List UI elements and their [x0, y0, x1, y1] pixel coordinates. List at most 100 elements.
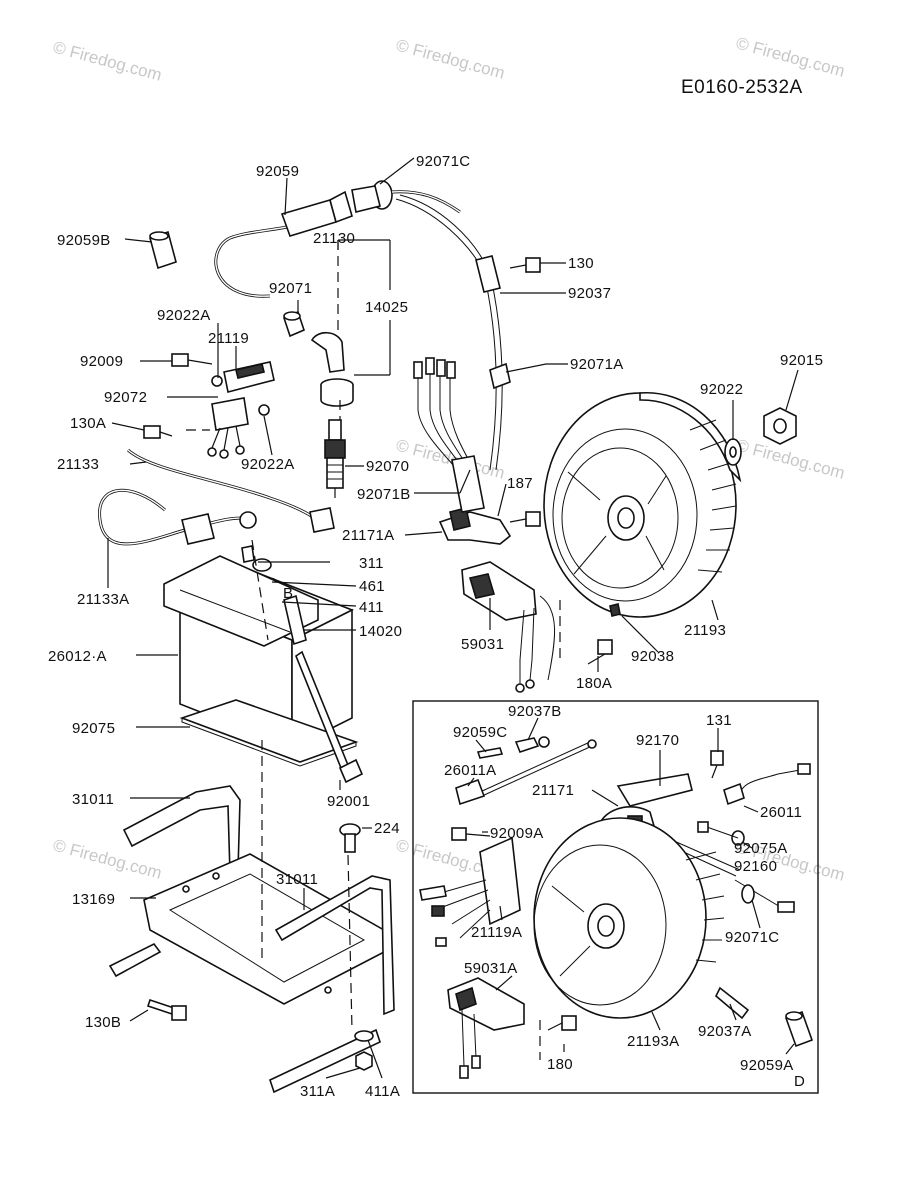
- part-labels: 92059 92071C 92059B 21130 130 92037 9207…: [48, 153, 823, 1100]
- label-21193: 21193: [684, 622, 726, 639]
- label-21133: 21133: [57, 456, 99, 473]
- plug-cap-assembly: [283, 310, 354, 407]
- bracket-31011-right: [274, 875, 395, 1016]
- label-inset-d: D: [794, 1073, 805, 1090]
- rod-92001: [295, 650, 364, 784]
- bolt-187: [509, 511, 541, 527]
- label-92059: 92059: [256, 163, 299, 180]
- label-92170: 92170: [636, 732, 679, 749]
- label-21193A: 21193A: [627, 1033, 679, 1050]
- bolt-180A: [559, 600, 613, 665]
- label-26011: 26011: [760, 804, 802, 821]
- label-21119A: 21119A: [471, 924, 522, 941]
- watermark-text: © Firedog.com: [394, 36, 507, 83]
- label-411A: 411A: [365, 1083, 400, 1100]
- inset-terminal-92037B: [514, 736, 550, 753]
- label-mark-b: B: [283, 585, 293, 602]
- washer-92022: [724, 438, 742, 466]
- label-14025: 14025: [365, 299, 408, 316]
- label-92075: 92075: [72, 720, 115, 737]
- label-92022: 92022: [700, 381, 743, 398]
- bolt-130B: [146, 998, 187, 1021]
- label-31011-left: 31011: [72, 791, 114, 808]
- label-92037A: 92037A: [698, 1023, 752, 1040]
- label-59031A: 59031A: [464, 960, 518, 977]
- inset-frame: [412, 700, 819, 1094]
- inset-clip-92170: [616, 773, 693, 807]
- label-92001: 92001: [327, 793, 370, 810]
- watermark-text: © Firedog.com: [734, 34, 847, 81]
- ignition-coil-21171A: [413, 255, 512, 545]
- label-92070: 92070: [366, 458, 409, 475]
- label-187: 187: [507, 475, 533, 492]
- label-26011A: 26011A: [444, 762, 496, 779]
- inset-sleeve-92059C: [476, 747, 504, 759]
- label-92059A: 92059A: [740, 1057, 794, 1074]
- inset-lead-26011: [697, 763, 811, 846]
- label-92022A-bottom: 92022A: [241, 456, 295, 473]
- diagram-code: E0160-2532A: [681, 77, 803, 98]
- label-92022A-top: 92022A: [157, 307, 211, 324]
- inset-regulator-21119A: [419, 836, 521, 947]
- label-26012A: 26012·A: [48, 648, 107, 665]
- strap-14020: [283, 594, 307, 646]
- label-180: 180: [547, 1056, 573, 1073]
- label-130B: 130B: [85, 1014, 121, 1031]
- label-92037: 92037: [568, 285, 611, 302]
- label-92038: 92038: [631, 648, 674, 665]
- watermark-text: © Firedog.com: [51, 836, 164, 883]
- label-92015: 92015: [780, 352, 823, 369]
- regulator-21119: [207, 361, 275, 459]
- label-461: 461: [359, 578, 385, 595]
- inset-bolt-131: [710, 750, 724, 779]
- label-92072: 92072: [104, 389, 147, 406]
- bolt-130A: [143, 425, 173, 439]
- label-130A: 130A: [70, 415, 106, 432]
- label-92009A: 92009A: [490, 825, 544, 842]
- label-411: 411: [359, 599, 384, 616]
- label-92009: 92009: [80, 353, 123, 370]
- label-92071B: 92071B: [357, 486, 411, 503]
- watermark-text: © Firedog.com: [51, 38, 164, 85]
- cable-21133: [126, 448, 335, 533]
- bolt-224: [339, 823, 361, 853]
- label-92071: 92071: [269, 280, 312, 297]
- flywheel-21193: [543, 391, 742, 618]
- label-131: 131: [706, 712, 732, 729]
- exciter-59031: [461, 561, 555, 693]
- bolt-130: [509, 257, 541, 273]
- label-92075A: 92075A: [734, 840, 788, 857]
- label-92037B: 92037B: [508, 703, 562, 720]
- watermark-text: © Firedog.com: [734, 436, 847, 483]
- inset-terminal-92037A: [715, 986, 750, 1020]
- label-92059C: 92059C: [453, 724, 507, 741]
- nut-washer-bottom: [354, 1030, 374, 1071]
- inset-bolt-180: [539, 1015, 577, 1060]
- centerlines-left: [186, 240, 353, 1031]
- label-311: 311: [359, 555, 384, 572]
- inset-exciter-59031A: [447, 977, 525, 1079]
- label-92059B: 92059B: [57, 232, 111, 249]
- label-21171: 21171: [532, 782, 574, 799]
- label-180A: 180A: [576, 675, 612, 692]
- tray-13169: [108, 853, 385, 1094]
- label-21171A: 21171A: [342, 527, 394, 544]
- ignition-lead-assembly: [214, 180, 503, 471]
- label-92160: 92160: [734, 858, 777, 875]
- label-14020: 14020: [359, 623, 402, 640]
- inset-flywheel-21193A: [533, 817, 725, 1019]
- bolt-92009: [171, 353, 213, 367]
- label-21133A: 21133A: [77, 591, 129, 608]
- label-224: 224: [374, 820, 400, 837]
- label-92071C-inset: 92071C: [725, 929, 779, 946]
- label-21119: 21119: [208, 330, 249, 347]
- inset-cable-92071C: [734, 879, 795, 913]
- label-21130: 21130: [313, 230, 355, 247]
- pad-92075: [179, 699, 359, 767]
- label-92071C: 92071C: [416, 153, 470, 170]
- watermark-text: © Firedog.com: [394, 436, 507, 483]
- cable-21133A: [98, 488, 257, 546]
- nut-92015: [763, 407, 797, 445]
- label-92071A: 92071A: [570, 356, 624, 373]
- inset-sleeve-92059A: [784, 1010, 814, 1048]
